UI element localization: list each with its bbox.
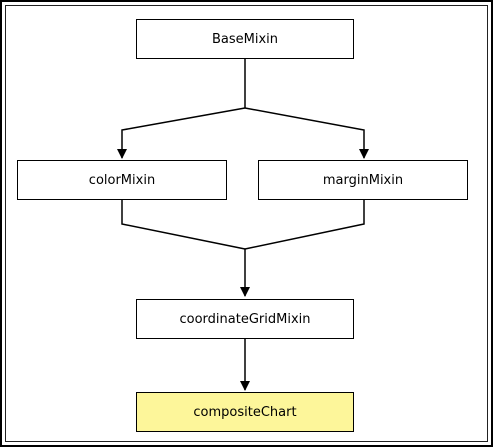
edge-base-to-margin	[244, 107, 369, 159]
edge-margin-to-grid	[244, 200, 365, 250]
node-margin-mixin: marginMixin	[258, 160, 468, 200]
node-label: colorMixin	[88, 172, 156, 188]
node-label: coordinateGridMixin	[179, 311, 311, 327]
node-base-mixin: BaseMixin	[136, 19, 354, 59]
node-label: compositeChart	[193, 404, 297, 420]
node-coordinate-grid-mixin: coordinateGridMixin	[136, 299, 354, 339]
node-label: marginMixin	[322, 172, 404, 188]
node-color-mixin: colorMixin	[17, 160, 227, 200]
edge-color-to-grid	[121, 200, 246, 250]
node-label: BaseMixin	[211, 31, 279, 47]
node-composite-chart: compositeChart	[136, 392, 354, 432]
edge-base-to-color	[117, 107, 246, 159]
